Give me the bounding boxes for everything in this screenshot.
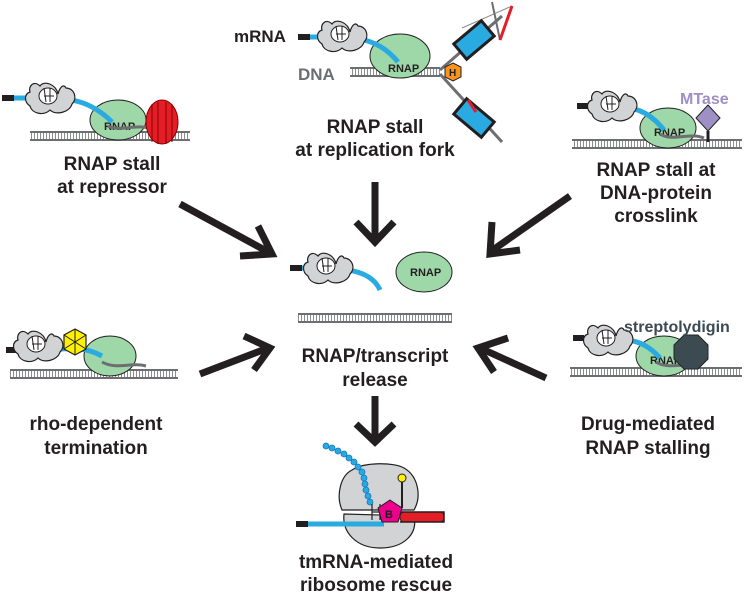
tmrna-icon <box>399 511 445 523</box>
rnap-polymerase <box>369 33 431 79</box>
rnap-polymerase <box>83 335 137 377</box>
arrow-from-crosslink <box>486 193 573 259</box>
nascent-peptide <box>322 442 374 506</box>
streptolydigin-icon <box>673 334 709 370</box>
panel-release: RNAP RNAP/transcript release <box>290 251 453 391</box>
ribosome-icon <box>302 252 354 285</box>
rnap-label: RNAP <box>410 267 441 279</box>
caption-line-2: termination <box>44 438 147 459</box>
ribosome-icon <box>316 20 368 53</box>
caption-line-2: at replication fork <box>295 140 455 161</box>
caption-line-2: RNAP stalling <box>585 438 710 459</box>
smpb-label: B <box>385 509 393 521</box>
caption-line-1: RNAP stall <box>327 117 424 138</box>
mtase-label: MTase <box>680 91 729 108</box>
ribosome-large-subunit <box>338 463 419 511</box>
caption-line-2: ribosome rescue <box>300 575 452 596</box>
caption-line-1: rho-dependent <box>30 414 164 435</box>
caption-line-1: RNAP stall <box>64 154 161 175</box>
rnap-label: RNAP <box>388 63 419 75</box>
caption-line-3: crosslink <box>614 206 698 227</box>
rnap-polymerase <box>89 99 147 141</box>
arrow-from-repressor <box>178 200 278 260</box>
dna-label: DNA <box>298 65 335 84</box>
ribosome-icon <box>24 82 76 115</box>
panel-repressor: RNAP RNAP stall at repressor <box>2 82 190 198</box>
repressor-icon <box>145 99 179 145</box>
caption-line-1: RNAP stall at <box>597 160 717 181</box>
drug-label: streptolydigin <box>624 319 730 336</box>
arrow-to-rescue <box>353 396 397 447</box>
rnap-polymerase <box>395 251 453 293</box>
polymerase-box-upper <box>451 18 497 62</box>
smpb-icon <box>377 499 403 523</box>
mrna-label: mRNA <box>234 27 286 46</box>
arrows <box>178 182 573 447</box>
caption-line-1: Drug-mediated <box>581 414 715 435</box>
helicase-label: H <box>449 68 456 79</box>
panel-rho: rho-dependent termination <box>6 328 178 459</box>
caption-line-2: DNA-protein <box>600 183 712 204</box>
arrow-from-fork <box>353 182 397 248</box>
ribosome-icon <box>586 90 638 123</box>
helicase-icon <box>444 62 462 82</box>
caption-line-2: release <box>342 370 408 391</box>
polymerase-box-lower <box>451 96 497 140</box>
ribosome-icon <box>12 330 64 363</box>
panel-crosslink: RNAP MTase RNAP stall at DNA-protein cro… <box>572 90 742 227</box>
caption-line-1: RNAP/transcript <box>302 346 449 367</box>
tmrna-loop <box>397 473 407 483</box>
mtase-icon <box>695 104 721 132</box>
panel-rescue: B tmRNA-mediated ribosome rescue <box>296 442 453 596</box>
rho-factor-icon <box>63 328 87 356</box>
panel-replication-fork: mRNA DNA RNAP H RNAP stall at replicatio… <box>234 1 514 161</box>
arrow-from-drug <box>472 334 548 382</box>
panel-drug: RNAP streptolydigin Drug-mediated RNAP s… <box>570 319 742 459</box>
caption-line-2: at repressor <box>57 177 167 198</box>
arrow-from-rho <box>198 332 276 378</box>
caption-line-1: tmRNA-mediated <box>299 552 453 573</box>
